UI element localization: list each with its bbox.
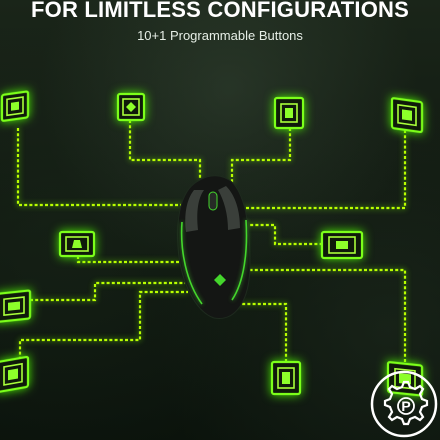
wire-mid-right	[245, 223, 322, 246]
wire-bottom-right	[246, 268, 407, 362]
brand-logo	[214, 274, 226, 286]
gaming-mouse	[177, 175, 251, 319]
programmable-badge: P	[370, 370, 438, 438]
subheadline: 10+1 Programmable Buttons	[137, 28, 303, 43]
node-bottom-left	[0, 355, 30, 393]
node-mid-right	[320, 230, 364, 260]
program-icon	[282, 372, 290, 384]
node-top-left	[0, 90, 30, 122]
program-icon	[285, 108, 293, 118]
node-lower-left	[0, 289, 32, 323]
mouse-right-button	[218, 186, 240, 230]
wire-lower-left	[30, 281, 185, 302]
mouse-side-accent	[180, 221, 203, 305]
program-icon	[126, 102, 136, 112]
badge-letter: P	[401, 398, 410, 414]
wire-bottom-mid	[236, 302, 288, 362]
scroll-wheel	[208, 191, 218, 211]
wire-top-mid-right	[230, 128, 292, 185]
wire-top-mid-left	[128, 120, 202, 180]
program-icon	[72, 240, 82, 248]
node-bottom-right	[386, 361, 424, 397]
headline: FOR LIMITLESS CONFIGURATIONS	[31, 0, 409, 22]
wire-bottom-left	[18, 290, 188, 365]
wire-mid-left	[76, 256, 180, 264]
program-icon	[336, 241, 348, 249]
node-bottom-mid	[270, 360, 302, 396]
node-top-mid-right	[273, 96, 305, 130]
node-top-mid-left	[116, 92, 146, 122]
programmable-gear-icon	[383, 380, 429, 426]
connection-wires	[16, 120, 407, 365]
mouse-right-accent	[231, 219, 248, 301]
node-mid-left	[58, 230, 96, 258]
wire-top-right	[242, 130, 407, 210]
wire-top-left	[16, 128, 185, 207]
program-icon	[8, 368, 18, 381]
mouse-left-button	[185, 190, 204, 232]
node-top-right	[390, 97, 424, 134]
program-icon	[11, 101, 19, 111]
program-icon	[402, 109, 412, 121]
program-icon	[8, 301, 20, 311]
